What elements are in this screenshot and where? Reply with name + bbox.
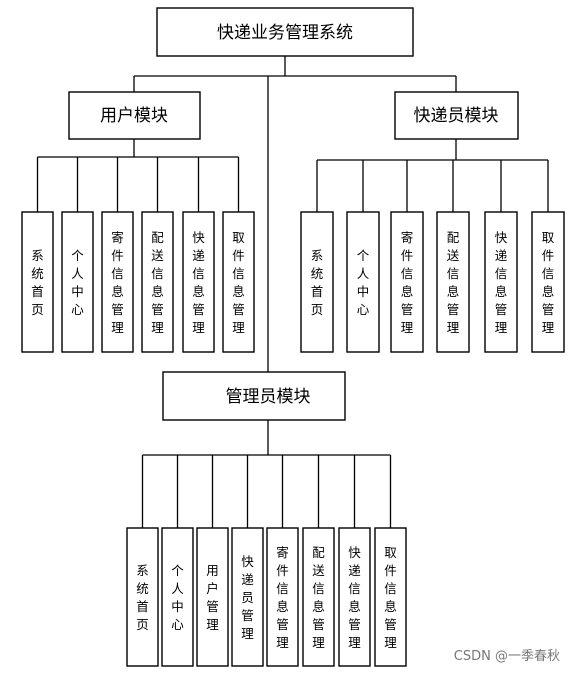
leaf-label: 快递信息管理	[348, 545, 361, 650]
leaf-node: 寄件信息管理	[390, 211, 424, 353]
leaf-node: 快递信息管理	[338, 527, 371, 667]
leaf-node: 配送信息管理	[436, 211, 470, 353]
root-node: 快递业务管理系统	[156, 7, 414, 57]
leaf-node: 快递信息管理	[182, 211, 215, 353]
leaf-box	[222, 211, 255, 353]
leaves-user: 系统首页 个人中心 寄件信息管理 配送信息管理 快递信息管理 取件信息管理	[21, 211, 255, 353]
leaf-label: 寄件信息管理	[401, 230, 414, 335]
leaf-box	[141, 211, 174, 353]
module-user-label: 用户模块	[100, 106, 168, 126]
leaf-box	[484, 211, 518, 353]
leaf-label: 配送信息管理	[447, 230, 460, 335]
leaf-label: 寄件信息管理	[111, 230, 124, 335]
leaf-label: 个人中心	[71, 248, 84, 317]
leaf-label: 系统首页	[311, 248, 324, 317]
connectors	[36, 56, 549, 528]
leaf-box	[390, 211, 424, 353]
leaf-node: 个人中心	[161, 527, 194, 667]
leaf-node: 系统首页	[21, 211, 54, 353]
module-admin: 管理员模块	[162, 371, 346, 421]
leaf-node: 取件信息管理	[222, 211, 255, 353]
leaf-box	[346, 211, 380, 353]
leaf-box	[182, 211, 215, 353]
leaf-box	[161, 527, 194, 667]
module-courier: 快递员模块	[394, 91, 519, 140]
leaf-box	[61, 211, 94, 353]
leaf-node: 快递信息管理	[484, 211, 518, 353]
leaf-node: 快递员管理	[231, 527, 264, 667]
leaf-node: 个人中心	[346, 211, 380, 353]
leaves-courier: 系统首页 个人中心 寄件信息管理 配送信息管理 快递信息管理 取件信息管理	[300, 211, 565, 353]
leaf-label: 用户管理	[206, 563, 219, 632]
leaf-label: 系统首页	[31, 248, 44, 317]
leaf-box	[21, 211, 54, 353]
leaf-box	[338, 527, 371, 667]
leaf-label: 配送信息管理	[312, 545, 325, 650]
leaf-label: 快递员管理	[241, 554, 254, 641]
leaf-box	[231, 527, 264, 667]
leaf-box	[531, 211, 565, 353]
leaf-box	[300, 211, 334, 353]
leaf-label: 配送信息管理	[151, 230, 164, 335]
leaf-node: 系统首页	[126, 527, 159, 667]
leaf-label: 个人中心	[357, 248, 370, 317]
leaf-label: 个人中心	[171, 563, 184, 632]
leaf-label: 系统首页	[136, 563, 149, 632]
leaf-box	[126, 527, 159, 667]
leaf-box	[101, 211, 134, 353]
root-label: 快递业务管理系统	[217, 23, 353, 43]
leaves-admin: 系统首页 个人中心 用户管理 快递员管理 寄件信息管理 配送信息管理 快递信息管理 取件信息管…	[126, 527, 407, 667]
module-user: 用户模块	[68, 91, 201, 140]
leaf-node: 用户管理	[196, 527, 229, 667]
leaf-node: 取件信息管理	[374, 527, 407, 667]
leaf-node: 寄件信息管理	[101, 211, 134, 353]
leaf-node: 配送信息管理	[141, 211, 174, 353]
leaf-label: 取件信息管理	[542, 230, 555, 335]
leaf-label: 取件信息管理	[384, 545, 397, 650]
leaf-box	[266, 527, 299, 667]
leaf-label: 取件信息管理	[232, 230, 245, 335]
leaf-label: 寄件信息管理	[276, 545, 289, 650]
leaf-box	[196, 527, 229, 667]
leaf-node: 取件信息管理	[531, 211, 565, 353]
leaf-node: 个人中心	[61, 211, 94, 353]
leaf-label: 快递信息管理	[495, 230, 508, 335]
module-courier-label: 快递员模块	[414, 106, 499, 126]
leaf-node: 配送信息管理	[302, 527, 335, 667]
leaf-box	[302, 527, 335, 667]
leaf-node: 系统首页	[300, 211, 334, 353]
leaf-box	[374, 527, 407, 667]
leaf-label: 快递信息管理	[192, 230, 205, 335]
leaf-box	[436, 211, 470, 353]
leaf-node: 寄件信息管理	[266, 527, 299, 667]
module-admin-label: 管理员模块	[226, 387, 311, 407]
watermark: CSDN @一季春秋	[453, 649, 560, 664]
